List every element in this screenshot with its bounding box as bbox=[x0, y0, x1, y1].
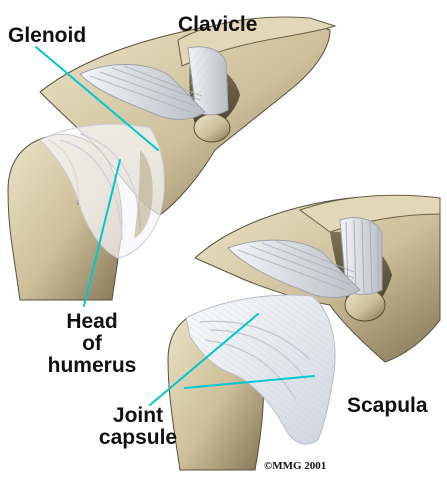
label-joint-capsule-line-2: capsule bbox=[98, 426, 178, 449]
capsule-leader-2 bbox=[184, 375, 315, 389]
label-head-of-humerus-line-3: humerus bbox=[47, 354, 137, 377]
label-joint-capsule-line-1: Joint bbox=[112, 404, 164, 427]
label-head-of-humerus-line-1: Head bbox=[66, 310, 118, 333]
capsule-leader-1 bbox=[149, 313, 259, 406]
label-head-of-humerus: Head of humerus bbox=[44, 311, 140, 377]
leader-lines bbox=[35, 46, 315, 406]
label-joint-capsule: Joint capsule bbox=[90, 405, 186, 449]
label-glenoid: Glenoid bbox=[8, 24, 87, 47]
upper-coracoid-knob bbox=[193, 113, 231, 143]
upper-glenoid bbox=[134, 150, 153, 238]
label-head-of-humerus-line-2: of bbox=[82, 332, 102, 355]
label-clavicle: Clavicle bbox=[178, 13, 258, 36]
label-scapula: Scapula bbox=[347, 394, 428, 417]
upper-capsule-transparent bbox=[39, 123, 165, 259]
lower-shoulder-view bbox=[167, 194, 441, 471]
copyright-text: ©MMG 2001 bbox=[264, 460, 327, 472]
upper-shoulder-view bbox=[7, 16, 337, 301]
humerus-leader bbox=[83, 159, 121, 307]
glenoid-leader bbox=[35, 46, 159, 151]
